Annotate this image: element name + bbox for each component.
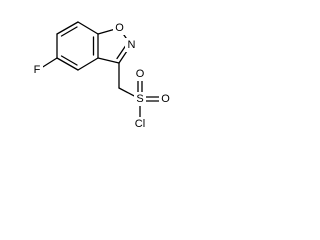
bond-c7-c6 bbox=[56, 21, 79, 35]
bond-c7a-c7 bbox=[77, 21, 99, 35]
atom-label-layer: F O N S O O Cl bbox=[31, 21, 172, 131]
atom-ring-nitrogen: N bbox=[128, 39, 136, 51]
atom-sulfur: S bbox=[136, 93, 143, 105]
structure-diagram: F O N S O O Cl bbox=[31, 21, 172, 131]
bond-double-c7-c6 bbox=[60, 26, 78, 37]
bond-c3-c3a bbox=[97, 57, 120, 64]
bond-double-n2-c3 bbox=[116, 43, 128, 60]
atom-chlorine: Cl bbox=[135, 118, 145, 130]
atom-sulfonyl-oxygen-top: O bbox=[136, 68, 145, 80]
bond-c5-c4 bbox=[56, 57, 79, 71]
atom-sulfonyl-oxygen-right: O bbox=[161, 93, 170, 105]
atom-ring-oxygen: O bbox=[115, 22, 124, 34]
bond-double-c4-c5 bbox=[60, 55, 78, 66]
atom-fluorine: F bbox=[34, 64, 41, 76]
bond-c4-c3a bbox=[77, 57, 99, 71]
